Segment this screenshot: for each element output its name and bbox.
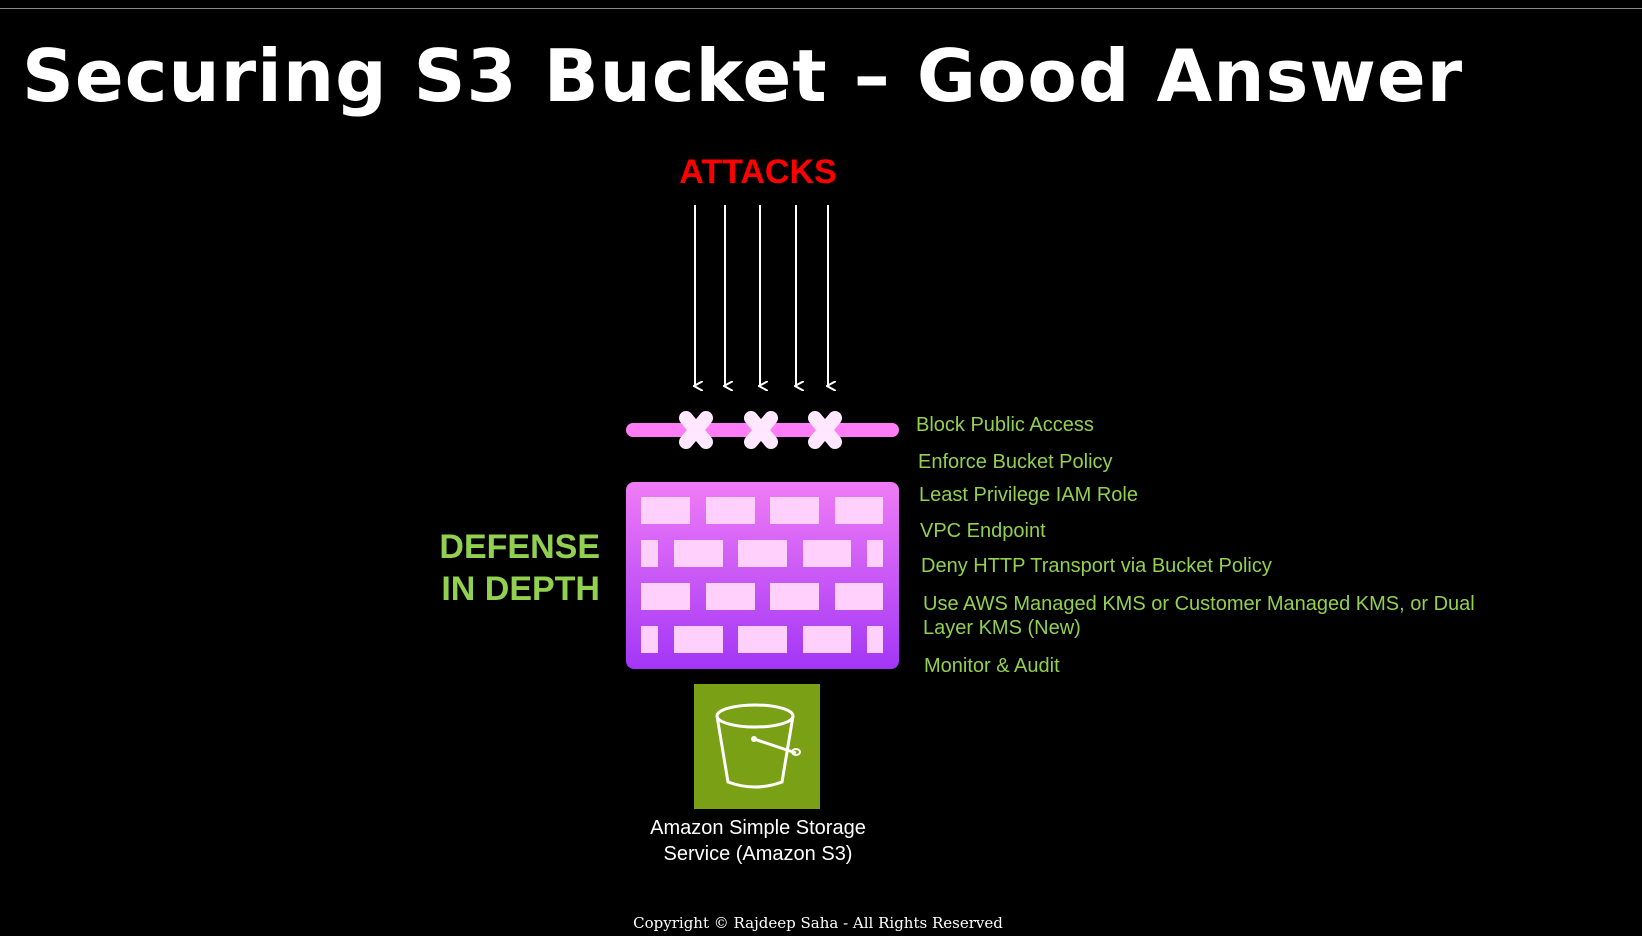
- slide-title: Securing S3 Bucket – Good Answer: [22, 34, 1464, 118]
- s3-label: Amazon Simple Storage Service (Amazon S3…: [608, 815, 908, 867]
- defense-item: Use AWS Managed KMS or Customer Managed …: [923, 593, 1475, 639]
- defense-item: Block Public Access: [916, 414, 1094, 436]
- defense-item: Enforce Bucket Policy: [918, 451, 1113, 473]
- defense-item: Least Privilege IAM Role: [919, 484, 1138, 506]
- defense-label-line: IN DEPTH: [441, 570, 600, 608]
- attacks-label: ATTACKS: [679, 153, 837, 191]
- copyright: Copyright © Rajdeep Saha - All Rights Re…: [633, 914, 1003, 932]
- top-divider: [0, 8, 1642, 9]
- defense-item: Deny HTTP Transport via Bucket Policy: [921, 555, 1272, 577]
- s3-bucket-icon: [694, 684, 820, 809]
- defense-item: Monitor & Audit: [924, 655, 1060, 677]
- firewall-icon: [626, 394, 899, 669]
- defense-in-depth-label: DEFENSE IN DEPTH: [420, 526, 600, 610]
- s3-label-line: Amazon Simple Storage: [650, 817, 866, 839]
- defense-label-line: DEFENSE: [439, 528, 600, 566]
- attack-arrows: [695, 205, 828, 386]
- s3-label-line: Service (Amazon S3): [663, 843, 853, 865]
- defense-item: VPC Endpoint: [920, 520, 1046, 542]
